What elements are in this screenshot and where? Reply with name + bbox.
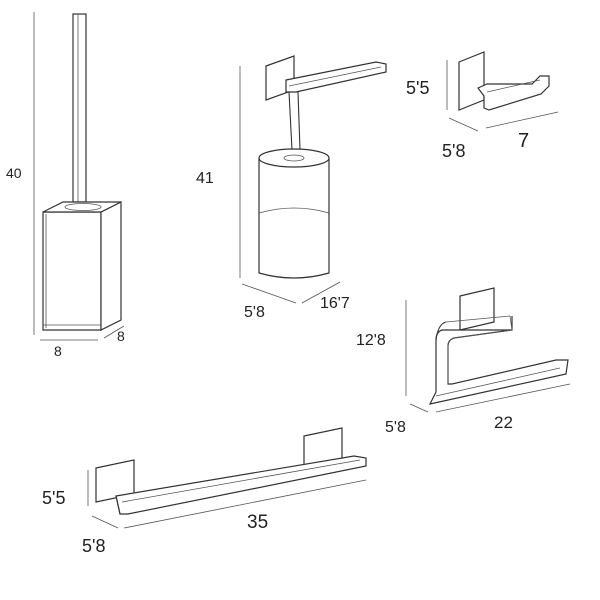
- robe-hook-drawing: [446, 51, 559, 132]
- toilet-brush-height-label: 40: [6, 165, 22, 181]
- towel-bar-drawing: [87, 427, 367, 529]
- towel-bar-width-label: 35: [247, 512, 268, 533]
- toilet-brush-width-label: 8: [54, 343, 62, 359]
- paper-holder-depth-label: 16'7: [320, 295, 350, 312]
- robe-hook-width-label: 7: [518, 130, 529, 152]
- toilet-brush-depth-label: 8: [117, 328, 125, 344]
- towel-bar-depth-label: 5'8: [82, 536, 105, 556]
- towel-ring-drawing: [405, 287, 571, 413]
- robe-hook-depth-label: 5'8: [442, 141, 465, 161]
- paper-holder-drawing: [239, 55, 387, 304]
- towel-bar-height-label: 5'5: [42, 488, 65, 508]
- robe-hook-height-label: 5'5: [406, 78, 429, 98]
- towel-ring-width-label: 22: [494, 413, 513, 432]
- towel-ring-height-label: 12'8: [356, 332, 386, 349]
- paper-holder-height-label: 41: [196, 170, 214, 187]
- towel-ring-depth-label: 5'8: [385, 419, 406, 436]
- toilet-brush-drawing: [33, 12, 125, 341]
- paper-holder-width-label: 5'8: [244, 304, 265, 321]
